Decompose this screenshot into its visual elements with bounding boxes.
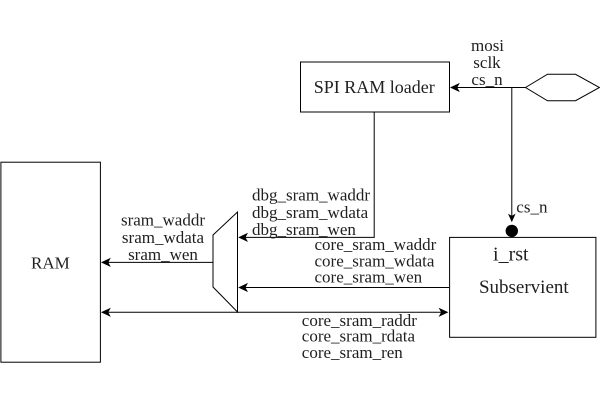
svg-text:sclk: sclk [473, 53, 501, 72]
svg-text:dbg_sram_wen: dbg_sram_wen [252, 220, 356, 239]
svg-text:core_sram_raddr: core_sram_raddr [302, 311, 418, 330]
svg-text:sram_waddr: sram_waddr [121, 211, 205, 230]
svg-text:dbg_sram_wdata: dbg_sram_wdata [252, 203, 369, 222]
svg-text:RAM: RAM [31, 253, 70, 272]
svg-text:core_sram_waddr: core_sram_waddr [315, 235, 437, 254]
svg-text:core_sram_ren: core_sram_ren [302, 343, 404, 362]
svg-text:cs_n: cs_n [516, 197, 548, 216]
svg-text:cs_n: cs_n [471, 70, 503, 89]
svg-text:Subservient: Subservient [479, 277, 569, 298]
svg-text:sram_wdata: sram_wdata [122, 228, 205, 247]
svg-text:core_sram_wen: core_sram_wen [315, 268, 423, 287]
svg-text:core_sram_rdata: core_sram_rdata [302, 327, 416, 346]
svg-text:SPI RAM loader: SPI RAM loader [314, 77, 435, 97]
svg-text:sram_wen: sram_wen [128, 245, 198, 264]
svg-text:core_sram_wdata: core_sram_wdata [315, 251, 435, 270]
svg-text:dbg_sram_waddr: dbg_sram_waddr [252, 186, 370, 205]
svg-text:mosi: mosi [471, 36, 504, 55]
svg-text:i_rst: i_rst [493, 244, 529, 266]
